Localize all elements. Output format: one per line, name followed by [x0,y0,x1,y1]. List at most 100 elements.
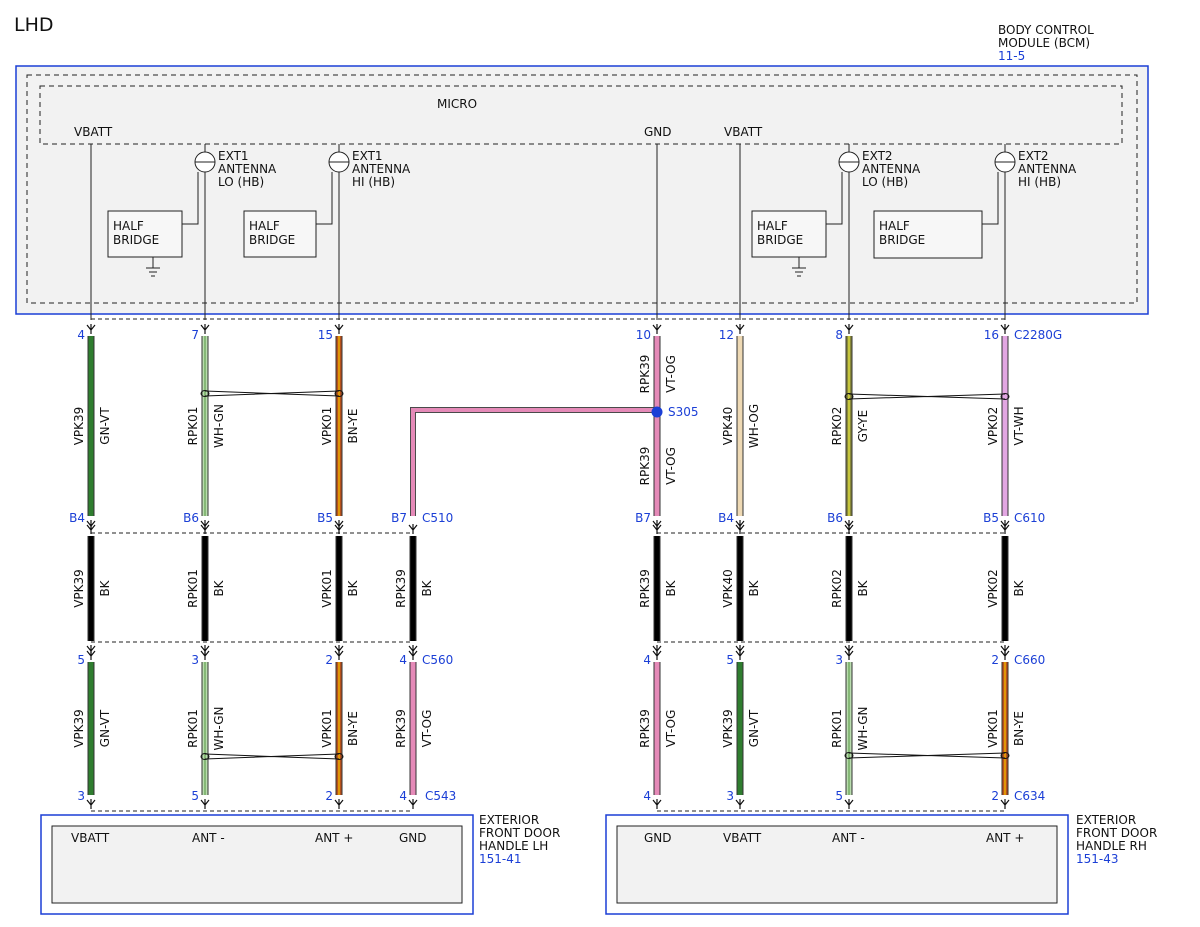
connector-arrow-icon [735,799,745,809]
wire-color-label: VT-OG [420,710,434,748]
wire-circuit-label: RPK02 [830,407,844,446]
wire-circuit-label: VPK39 [72,569,86,608]
pin-number: 12 [719,328,734,342]
pin-number: 2 [991,653,999,667]
connector-lower-left-label[interactable]: C560 [422,653,453,667]
wire-circuit-label: RPK39 [638,355,652,394]
handle-rh-ref-link[interactable]: 151-43 [1076,852,1119,866]
pin-number: 2 [325,653,333,667]
antenna-label-line2: ANTENNA [1018,162,1077,176]
wire-circuit-label: VPK01 [986,709,1000,748]
connector-arrow-icon [408,524,418,534]
antenna-label-line1: EXT2 [862,149,893,163]
wire-color-label: BK [420,579,434,596]
pin-number: 15 [318,328,333,342]
antenna-label-line3: HI (HB) [352,175,395,189]
wire-color-label: WH-GN [856,707,870,751]
pin-number: B6 [183,511,199,525]
diagram-title: LHD [14,14,54,36]
half-bridge-line2: BRIDGE [757,233,803,247]
wire-circuit-label: RPK39 [638,447,652,486]
half-bridge-2: HALF BRIDGE [243,172,333,258]
handle-rh-module: GND VBATT ANT - ANT + EXTERIOR FRONT DOO… [605,813,1157,915]
wire-circuit-label: VPK39 [72,407,86,446]
pin-number: 4 [399,653,407,667]
pin-number: 3 [77,789,85,803]
bcm-pin-gnd: GND [644,125,672,139]
wire-circuit-label: VPK01 [320,709,334,748]
wire-circuit-label: VPK01 [320,407,334,446]
connector-arrow-icon [200,799,210,809]
connector-arrow-icon [735,650,745,660]
connector-arrow-icon [200,324,210,334]
connector-arrow-icon [652,799,662,809]
wire-circuit-label: RPK01 [186,407,200,446]
wire-color-label: WH-GN [212,707,226,751]
half-bridge-line1: HALF [757,219,788,233]
antenna-label-line1: EXT2 [1018,149,1049,163]
bcm-ref-link[interactable]: 11-5 [998,49,1025,63]
connector-arrow-icon [652,324,662,334]
pin-number: B7 [391,511,407,525]
wire-color-label: BN-YE [346,408,360,443]
pin-number: 3 [726,789,734,803]
pin-number: B7 [635,511,651,525]
handle-rh-name-line1: EXTERIOR [1076,813,1136,827]
wire-color-label: VT-OG [664,355,678,393]
pin-number: 2 [991,789,999,803]
bcm-pin-vbatt-left: VBATT [74,125,113,139]
connector-arrow-icon [408,799,418,809]
wire-circuit-label: RPK01 [186,709,200,748]
wire-color-label: BK [747,579,761,596]
connector-handle-rh-label[interactable]: C634 [1014,789,1045,803]
connector-handle-lh-label[interactable]: C543 [425,789,456,803]
wire-circuit-label: RPK39 [638,709,652,748]
micro-label: MICRO [437,97,477,111]
half-bridge-1: HALF BRIDGE [107,172,199,277]
pin-number: 16 [984,328,999,342]
connector-upper-left-label[interactable]: C510 [422,511,453,525]
wire-color-label: VT-OG [664,447,678,485]
connector-arrow-icon [652,524,662,534]
wire-circuit-label: RPK02 [830,569,844,608]
pin-number: 10 [636,328,651,342]
wire-color-label: VT-WH [1012,406,1026,445]
wire-color-label: BK [664,579,678,596]
antenna-ext2-lo: EXT2 ANTENNA LO (HB) [838,149,921,189]
connector-arrow-icon [1000,524,1010,534]
handle-lh-name-line1: EXTERIOR [479,813,539,827]
pin-number: 5 [726,653,734,667]
pin-number: 4 [77,328,85,342]
pin-number: 2 [325,789,333,803]
connector-arrow-icon [86,524,96,534]
wire-color-label: BK [346,579,360,596]
wire-circuit-label: VPK40 [721,569,735,608]
connector-arrow-icon [408,650,418,660]
handle-rh-pin-label: VBATT [723,831,762,845]
connector-bcm-label[interactable]: C2280G [1014,328,1062,342]
wire-circuit-label: VPK39 [72,709,86,748]
half-bridge-line2: BRIDGE [249,233,295,247]
handle-lh-ref-link[interactable]: 151-41 [479,852,522,866]
wire-color-label: BN-YE [346,711,360,746]
bcm-internal-leads [90,144,1006,320]
connector-lower-right-label[interactable]: C660 [1014,653,1045,667]
wire-circuit-label: RPK39 [394,569,408,608]
handle-rh-pin-label: ANT - [832,831,865,845]
wire-color-label: VT-OG [664,710,678,748]
splice-dot [651,406,663,418]
splice-label[interactable]: S305 [668,405,699,419]
handle-lh-module: VBATT ANT - ANT + GND EXTERIOR FRONT DOO… [40,813,560,915]
antenna-label-line2: ANTENNA [862,162,921,176]
connector-arrow-icon [735,324,745,334]
pin-number: 5 [835,789,843,803]
connector-upper-right-label[interactable]: C610 [1014,511,1045,525]
pin-number: 7 [191,328,199,342]
connector-arrow-icon [735,524,745,534]
wire-color-label: WH-OG [747,404,761,448]
wire-circuit-label: RPK39 [638,569,652,608]
wire-color-label: WH-GN [212,404,226,448]
bcm-pin-vbatt-right: VBATT [724,125,763,139]
antenna-ext2-hi: EXT2 ANTENNA HI (HB) [994,149,1077,189]
